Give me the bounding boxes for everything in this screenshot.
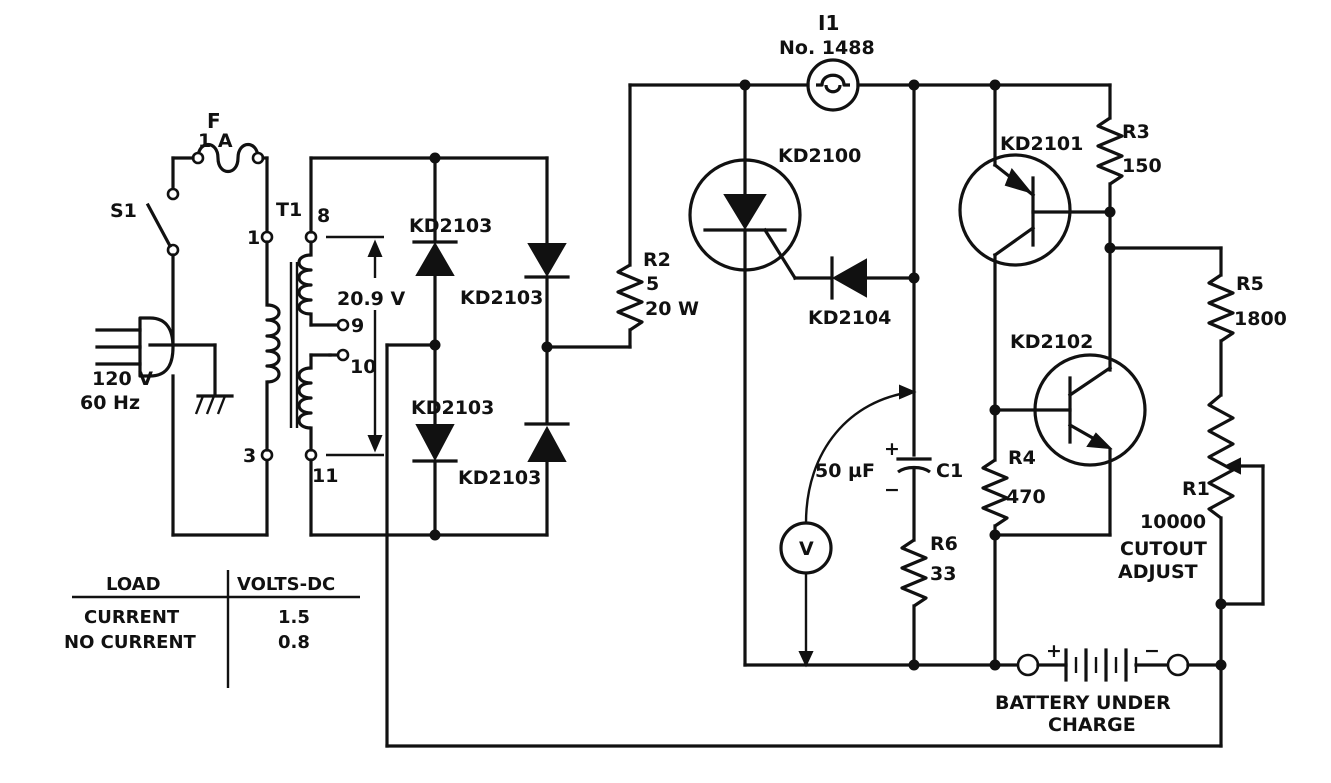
switch-s1 — [145, 187, 180, 257]
r3-ref: R3 — [1122, 121, 1150, 143]
table-header-volts: VOLTS-DC — [237, 574, 335, 595]
capacitor-c1 — [896, 457, 932, 474]
ground-icon — [194, 394, 234, 415]
q2-label: KD2102 — [1010, 331, 1093, 353]
scr-label: KD2100 — [778, 145, 861, 167]
resistor-r4 — [981, 458, 1009, 528]
tap-11-label: 11 — [312, 465, 338, 487]
diode-top-right — [524, 243, 570, 279]
secondary-voltage: 20.9 V — [337, 288, 405, 310]
table-row-nocurrent-volts: 0.8 — [278, 632, 310, 653]
scr-kd2100 — [688, 83, 802, 667]
battery-plus: + — [1046, 640, 1062, 662]
r1-note-adjust: ADJUST — [1118, 561, 1198, 583]
primary-circuit — [95, 142, 299, 537]
lamp-i1 — [806, 58, 860, 112]
r3-value: 150 — [1122, 155, 1162, 177]
plug-icon — [95, 316, 175, 378]
table-row-current-load: CURRENT — [84, 607, 180, 628]
diode-kd2104 — [793, 256, 916, 300]
table-header-load: LOAD — [106, 574, 161, 595]
q1-label: KD2101 — [1000, 133, 1083, 155]
table-row-nocurrent-load: NO CURRENT — [64, 632, 197, 653]
r5-ref: R5 — [1236, 273, 1264, 295]
fuse-rating: 1 A — [198, 130, 233, 152]
resistor-r6 — [900, 538, 928, 608]
tap-3-label: 3 — [243, 445, 256, 467]
tap-9-label: 9 — [351, 315, 364, 337]
tap-10-label: 10 — [350, 356, 376, 378]
c1-ref: C1 — [936, 460, 963, 482]
r1-value: 10000 — [1140, 511, 1206, 533]
transformer-secondary — [297, 156, 384, 537]
c1-plus: + — [884, 438, 900, 460]
diode-bottom-left — [412, 424, 458, 463]
bridge-rectifier — [309, 152, 1223, 748]
resistor-r5 — [1207, 273, 1235, 343]
battery-label-1: BATTERY UNDER — [995, 692, 1171, 714]
r1-note-cutout: CUTOUT — [1120, 538, 1207, 560]
battery-minus: − — [1144, 640, 1160, 662]
table-row-current-volts: 1.5 — [278, 607, 310, 628]
tap-1-label: 1 — [247, 227, 260, 249]
r2-power: 20 W — [645, 298, 699, 320]
diode-label-top-right: KD2103 — [460, 287, 543, 309]
potentiometer-r1 — [1207, 393, 1265, 606]
lamp-type: No. 1488 — [779, 37, 875, 59]
r6-ref: R6 — [930, 533, 958, 555]
control-circuit — [628, 58, 1265, 748]
supply-voltage: 120 V — [92, 368, 153, 390]
voltage-table: LOAD VOLTS-DC CURRENT 1.5 NO CURRENT 0.8 — [64, 570, 360, 688]
c1-minus: − — [884, 479, 900, 501]
diode-label-bottom-left: KD2103 — [411, 397, 494, 419]
r2-value: 5 — [646, 273, 659, 295]
diode-bottom-right — [524, 422, 570, 462]
transistor-kd2102 — [993, 353, 1147, 467]
diode-label-top-left: KD2103 — [409, 215, 492, 237]
battery-label-2: CHARGE — [1048, 714, 1136, 736]
r4-ref: R4 — [1008, 447, 1036, 469]
r6-value: 33 — [930, 563, 956, 585]
diode-top-left — [412, 240, 458, 276]
voltmeter — [779, 384, 917, 668]
lamp-ref: I1 — [818, 11, 839, 35]
r1-ref: R1 — [1182, 478, 1210, 500]
fuse-ref: F — [207, 109, 221, 133]
tap-8-label: 8 — [317, 205, 330, 227]
supply-frequency: 60 Hz — [80, 392, 140, 414]
voltmeter-label: V — [799, 538, 814, 560]
transformer-ref: T1 — [276, 199, 302, 221]
r2-ref: R2 — [643, 249, 671, 271]
r5-value: 1800 — [1234, 308, 1287, 330]
r4-value: 470 — [1006, 486, 1046, 508]
component-labels: F 1 A S1 120 V 60 Hz T1 1 3 8 9 10 11 20… — [80, 11, 1287, 736]
battery-icon — [1016, 648, 1190, 682]
diode-kd2104-label: KD2104 — [808, 307, 891, 329]
switch-ref: S1 — [110, 200, 137, 222]
resistor-r3 — [1096, 116, 1124, 186]
c1-value: 50 µF — [815, 460, 875, 482]
transistor-kd2101 — [958, 153, 1112, 267]
resistor-r2 — [616, 83, 644, 332]
diode-label-bottom-right: KD2103 — [458, 467, 541, 489]
